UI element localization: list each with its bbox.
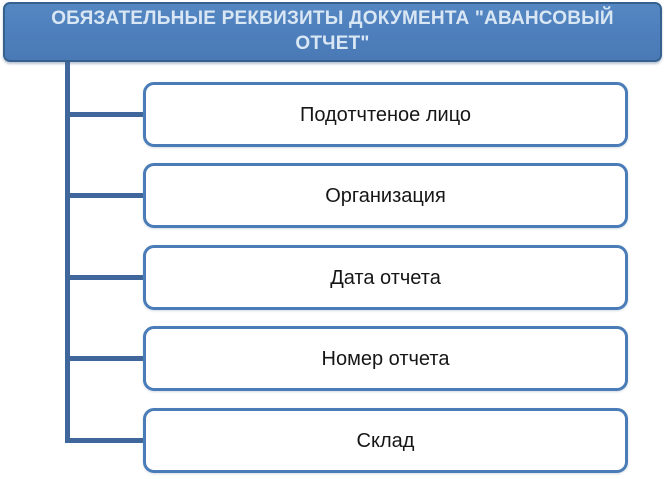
node-label: Организация — [325, 184, 446, 207]
diagram-title: ОБЯЗАТЕЛЬНЫЕ РЕКВИЗИТЫ ДОКУМЕНТА "АВАНСО… — [51, 8, 614, 54]
connector-trunk — [65, 62, 70, 443]
connector-branch — [65, 112, 143, 117]
diagram-title-box: ОБЯЗАТЕЛЬНЫЕ РЕКВИЗИТЫ ДОКУМЕНТА "АВАНСО… — [3, 2, 662, 62]
node-label: Подотчтеное лицо — [299, 103, 472, 126]
connector-branch — [65, 438, 143, 443]
node-label: Дата отчета — [330, 266, 441, 289]
node-label: Склад — [356, 429, 415, 452]
node-organization: Организация — [143, 163, 628, 228]
node-warehouse: Склад — [143, 408, 628, 473]
connector-branch — [65, 193, 143, 198]
node-report-number: Номер отчета — [143, 326, 628, 391]
connector-branch — [65, 275, 143, 280]
node-accountable-person: Подотчтеное лицо — [143, 82, 628, 147]
node-label: Номер отчета — [321, 347, 450, 370]
connector-branch — [65, 356, 143, 361]
node-report-date: Дата отчета — [143, 245, 628, 310]
